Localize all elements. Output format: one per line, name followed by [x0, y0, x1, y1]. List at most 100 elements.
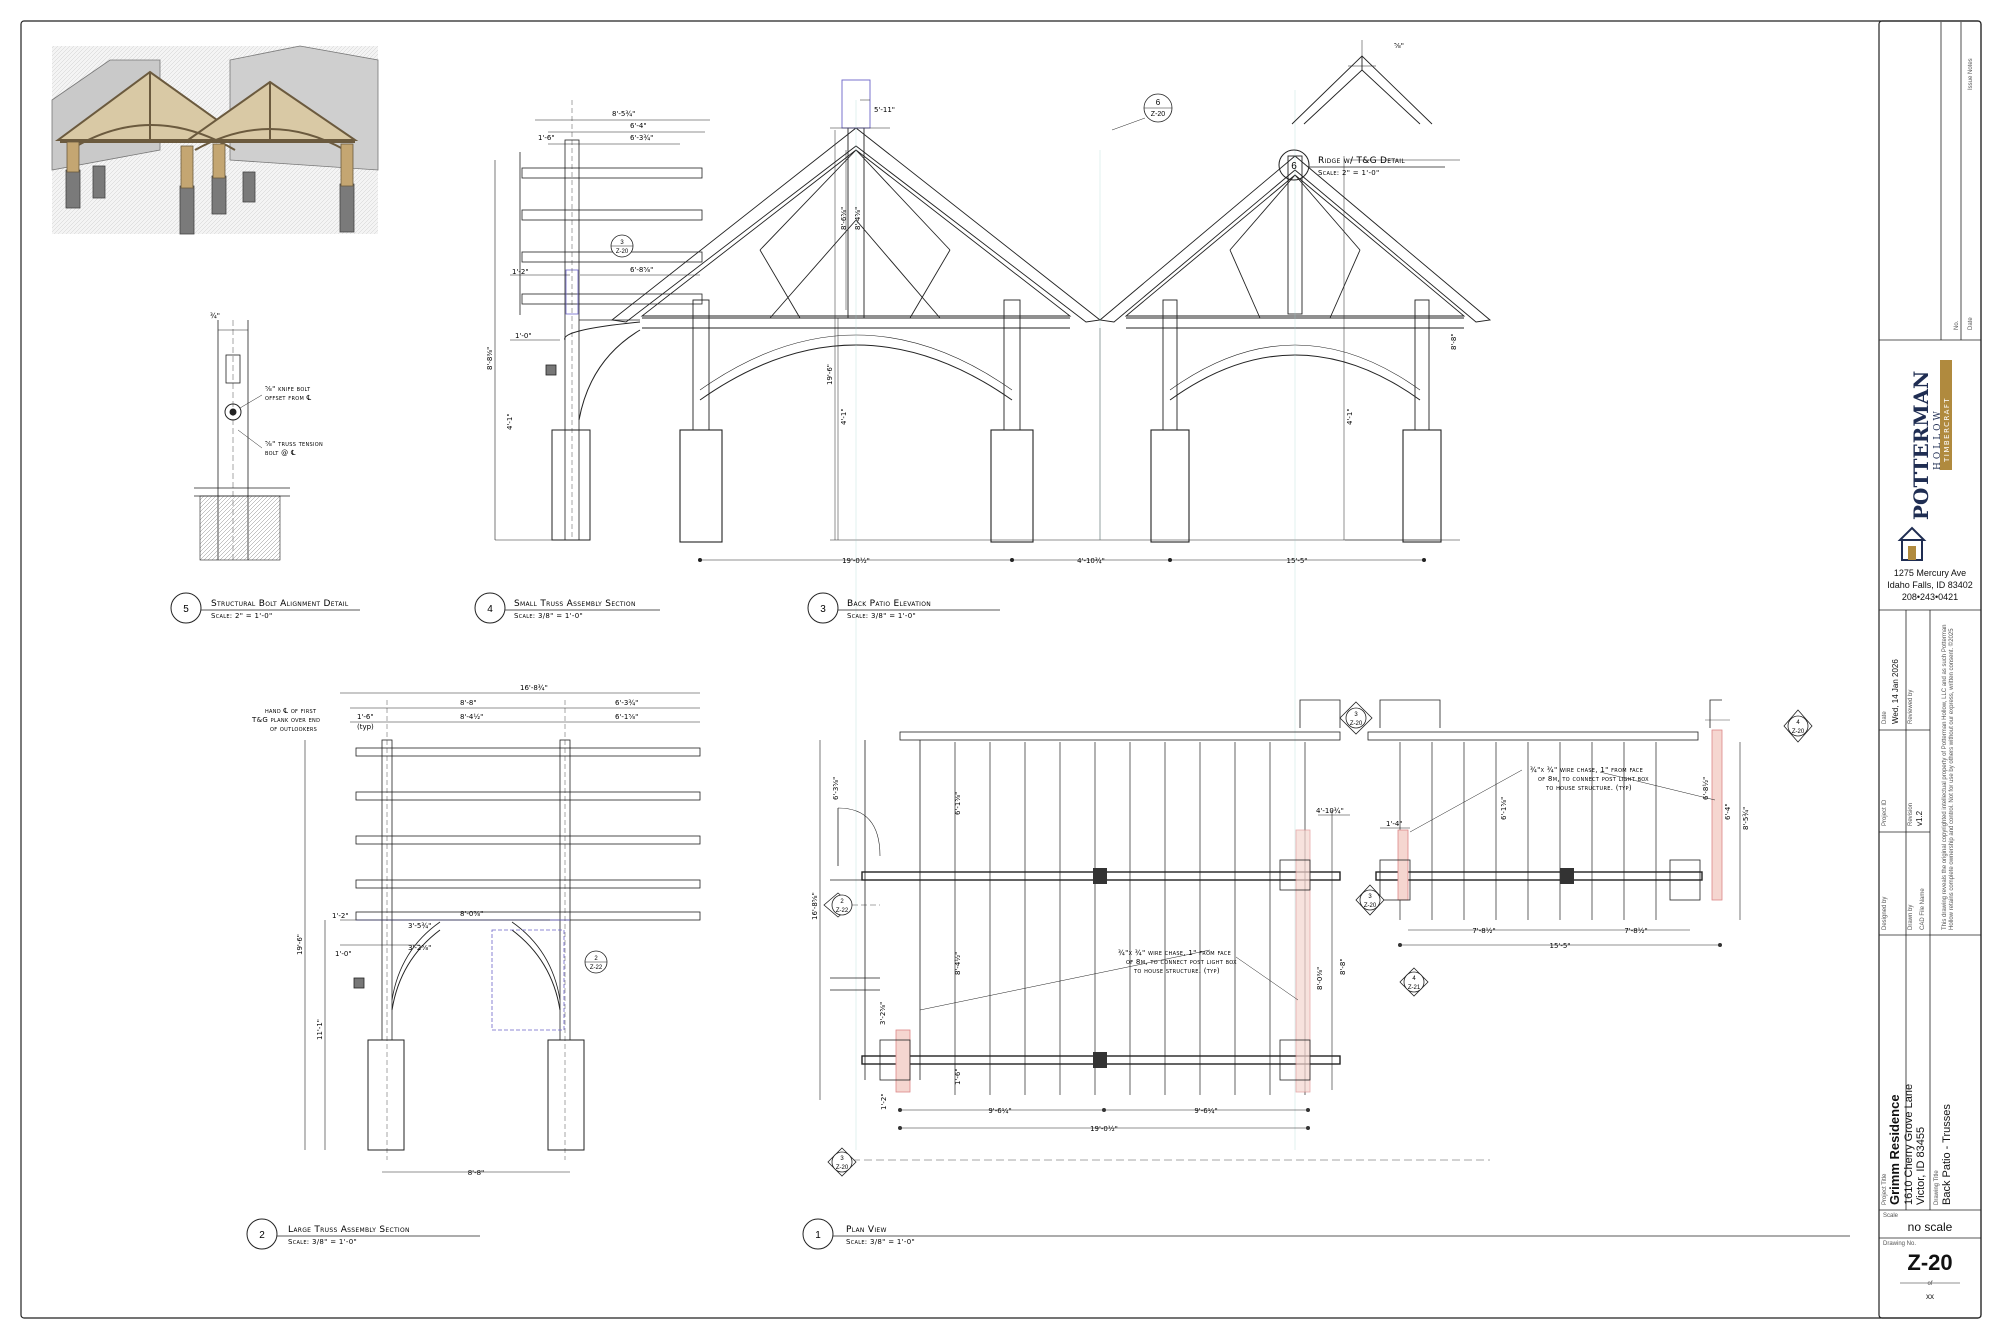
l2-1-2: 1'-2" — [332, 912, 349, 920]
c4-right-sheet: Z-20 — [1792, 729, 1805, 735]
s4-4-1: 4'-1" — [506, 413, 514, 430]
detail-6-ridge — [1291, 40, 1433, 125]
sheet-total: xx — [1926, 1292, 1934, 1301]
d2-scale: Scale: 3/8" = 1'-0" — [288, 1238, 357, 1246]
revision-value: v1.2 — [1915, 810, 1924, 826]
p-8-5: 8'-5¾" — [1742, 807, 1750, 830]
p-6-1: 6'-1⅝" — [954, 792, 962, 815]
p-4-10: 4'-10¾" — [1316, 807, 1344, 815]
c4-right-num: 4 — [1796, 720, 1800, 726]
detail-label-2 — [246, 1218, 480, 1250]
scale-label: Scale — [1883, 1213, 1899, 1219]
d4-title: Small Truss Assembly Section — [514, 599, 636, 609]
note-wire-plan-1: ¾"x ¾" wire chase, 1" from face — [1118, 949, 1231, 957]
company-address-1: 1275 Mercury Ave — [1894, 568, 1966, 578]
c2-small-sheet: Z-22 — [590, 965, 603, 971]
note-tension-bolt: ⅝" truss tension — [265, 440, 323, 448]
l2-8-8: 8'-8" — [460, 699, 477, 707]
p-6-8: 6'-8½" — [1702, 777, 1710, 800]
title-block — [1879, 22, 1981, 1239]
note-wire-plan-3: to house structure. (typ) — [1133, 967, 1220, 975]
l2-8-4: 8'-4½" — [460, 713, 483, 721]
project-address-2: Victor, ID 83455 — [1915, 1127, 1927, 1205]
detail-label-5 — [170, 592, 360, 624]
note-hand-2: T&G plank over end — [251, 716, 320, 724]
d6-dim: ⅝" — [1394, 42, 1404, 50]
detail-label-1 — [802, 1218, 1850, 1250]
callout-2-z22-small — [584, 950, 608, 974]
d5-num: 5 — [183, 604, 189, 615]
p-1-6: 1'-6" — [954, 1068, 962, 1085]
elev-mid-gap: 4'-10¾" — [1077, 557, 1105, 565]
detail-label-3 — [807, 592, 1000, 624]
d1-title: Plan View — [846, 1225, 887, 1235]
p-19-0: 19'-0½" — [1090, 1125, 1118, 1133]
d5-scale: Scale: 2" = 1'-0" — [211, 612, 273, 620]
issue-notes-label: Issue Notes — [1968, 58, 1974, 90]
company-logo-icon — [1897, 360, 1952, 561]
company-sub: HOLLOW — [1933, 408, 1943, 470]
note-hand-3: of outlookers — [270, 725, 317, 733]
plan-connectors — [898, 868, 1722, 1130]
section-marker-3-z20-bottom — [827, 1147, 857, 1177]
c2-small-num: 2 — [594, 956, 598, 962]
c4-plan-sheet: Z-21 — [1408, 985, 1421, 991]
note-knife-bolt: ⅝" knife bolt — [265, 385, 311, 393]
s4-8-5: 8'-5¾" — [612, 110, 635, 118]
l2-3-5: 3'-5¾" — [408, 922, 431, 930]
issue-no-label: No. — [1954, 320, 1960, 330]
designed-by-label: Designed by — [1882, 897, 1888, 930]
l2-6-3: 6'-3¾" — [615, 699, 638, 707]
detail-2-large-truss — [304, 692, 701, 1173]
s4-6-8: 6'-8⅝" — [630, 266, 653, 274]
s4-6-4: 6'-4" — [630, 122, 647, 130]
section-marker-3-z20-right — [1355, 884, 1385, 916]
c6-num: 6 — [1156, 98, 1161, 107]
l2-8-8b: 8'-8" — [468, 1169, 485, 1177]
p-8-0: 8'-0⅜" — [1316, 967, 1324, 990]
p-3-2: 3'-2⅝" — [879, 1002, 887, 1025]
drawn-by-label: Drawn by — [1908, 905, 1914, 930]
c3-plan-num: 3 — [1354, 712, 1358, 718]
of-label: of — [1927, 1281, 1932, 1287]
d2-title: Large Truss Assembly Section — [288, 1225, 410, 1235]
elev-4-1: 4'-1" — [840, 408, 848, 425]
callout-3-z20-small — [610, 234, 634, 258]
company-name: POTTERMAN — [1909, 371, 1933, 520]
l2-1-0: 1'-0" — [335, 950, 352, 958]
d1-scale: Scale: 3/8" = 1'-0" — [846, 1238, 915, 1246]
p-6-4: 6'-4" — [1724, 803, 1732, 820]
p-9-6b: 9'-6¼" — [1194, 1107, 1217, 1115]
l2-19-6: 19'-6" — [296, 934, 304, 955]
elev-right-height: 8'-8" — [1450, 333, 1458, 350]
s4-1-0: 1'-0" — [515, 332, 532, 340]
p-6-1b: 6'-1⅝" — [1500, 797, 1508, 820]
drawing-no: Z-20 — [1907, 1250, 1952, 1275]
issue-date-label: Date — [1968, 317, 1974, 330]
elev-mid-4-1: 4'-1" — [1346, 408, 1354, 425]
note-knife-bolt-2: offset from ℄ — [265, 394, 312, 402]
detail-label-4 — [474, 592, 660, 624]
revision-label: Revision — [1908, 803, 1914, 826]
c2-plan-sheet: Z-22 — [836, 908, 849, 914]
s4-8-8: 8'-8⅜" — [486, 347, 494, 370]
p-1-4: 1'-4" — [1386, 820, 1403, 828]
note-hand-1: hand ℄ of first — [265, 707, 317, 715]
project-title-label: Project Title — [1882, 1173, 1888, 1205]
p-16-8: 16'-8⅝" — [811, 892, 819, 920]
copyright-2: Hollow retains complete ownership and co… — [1948, 628, 1955, 930]
elev-8-4: 8'-4⅝" — [854, 207, 862, 230]
d1-num: 1 — [815, 1230, 821, 1241]
drawing-title-label: Drawing Title — [1934, 1170, 1940, 1205]
c4-plan-num: 4 — [1412, 976, 1416, 982]
elev-5-11: 5'-11" — [874, 106, 895, 114]
l2-3-2: 3'-2⅝" — [408, 944, 431, 952]
p-7-8b: 7'-8½" — [1624, 927, 1647, 935]
drawing-no-label: Drawing No. — [1883, 1241, 1916, 1247]
company-phone: 208•243•0421 — [1902, 592, 1958, 602]
date-value: Wed, 14 Jan 2026 — [1891, 659, 1900, 724]
detail-3-elevation — [610, 79, 1492, 1150]
d6-title: Ridge w/ T&G Detail — [1318, 156, 1405, 166]
c3-bottom-num: 3 — [840, 1156, 844, 1162]
